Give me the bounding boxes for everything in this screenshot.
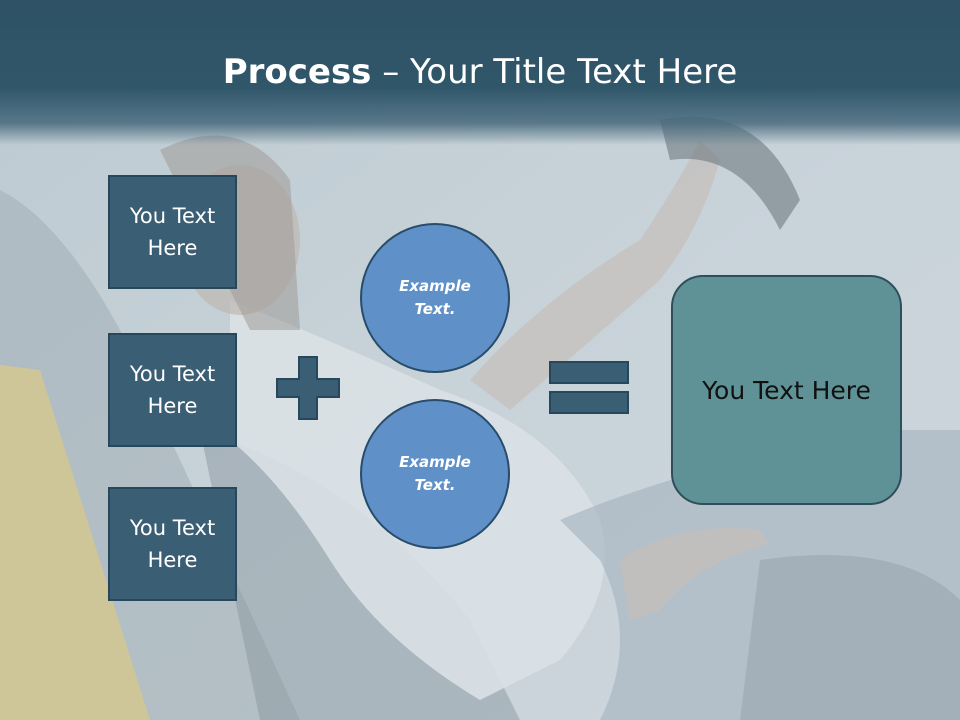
title-rest: – Your Title Text Here (371, 52, 738, 92)
slide-title: Process – Your Title Text Here (0, 52, 960, 92)
left-box-3: You Text Here (108, 487, 237, 601)
circle-bottom: Example Text. (360, 399, 510, 549)
left-box-3-text: You Text Here (129, 516, 216, 572)
title-band (0, 0, 960, 145)
result-box-text: You Text Here (702, 375, 871, 405)
left-box-1: You Text Here (108, 175, 237, 289)
left-box-1-text: You Text Here (129, 204, 216, 260)
plus-icon (276, 356, 340, 420)
circle-bottom-text: Example Text. (399, 453, 471, 494)
result-box: You Text Here (671, 275, 902, 505)
left-box-2: You Text Here (108, 333, 237, 447)
left-box-2-text: You Text Here (129, 362, 216, 418)
title-bold: Process (222, 52, 372, 92)
circle-top: Example Text. (360, 223, 510, 373)
circle-top-text: Example Text. (399, 277, 471, 318)
equals-icon (549, 361, 629, 414)
